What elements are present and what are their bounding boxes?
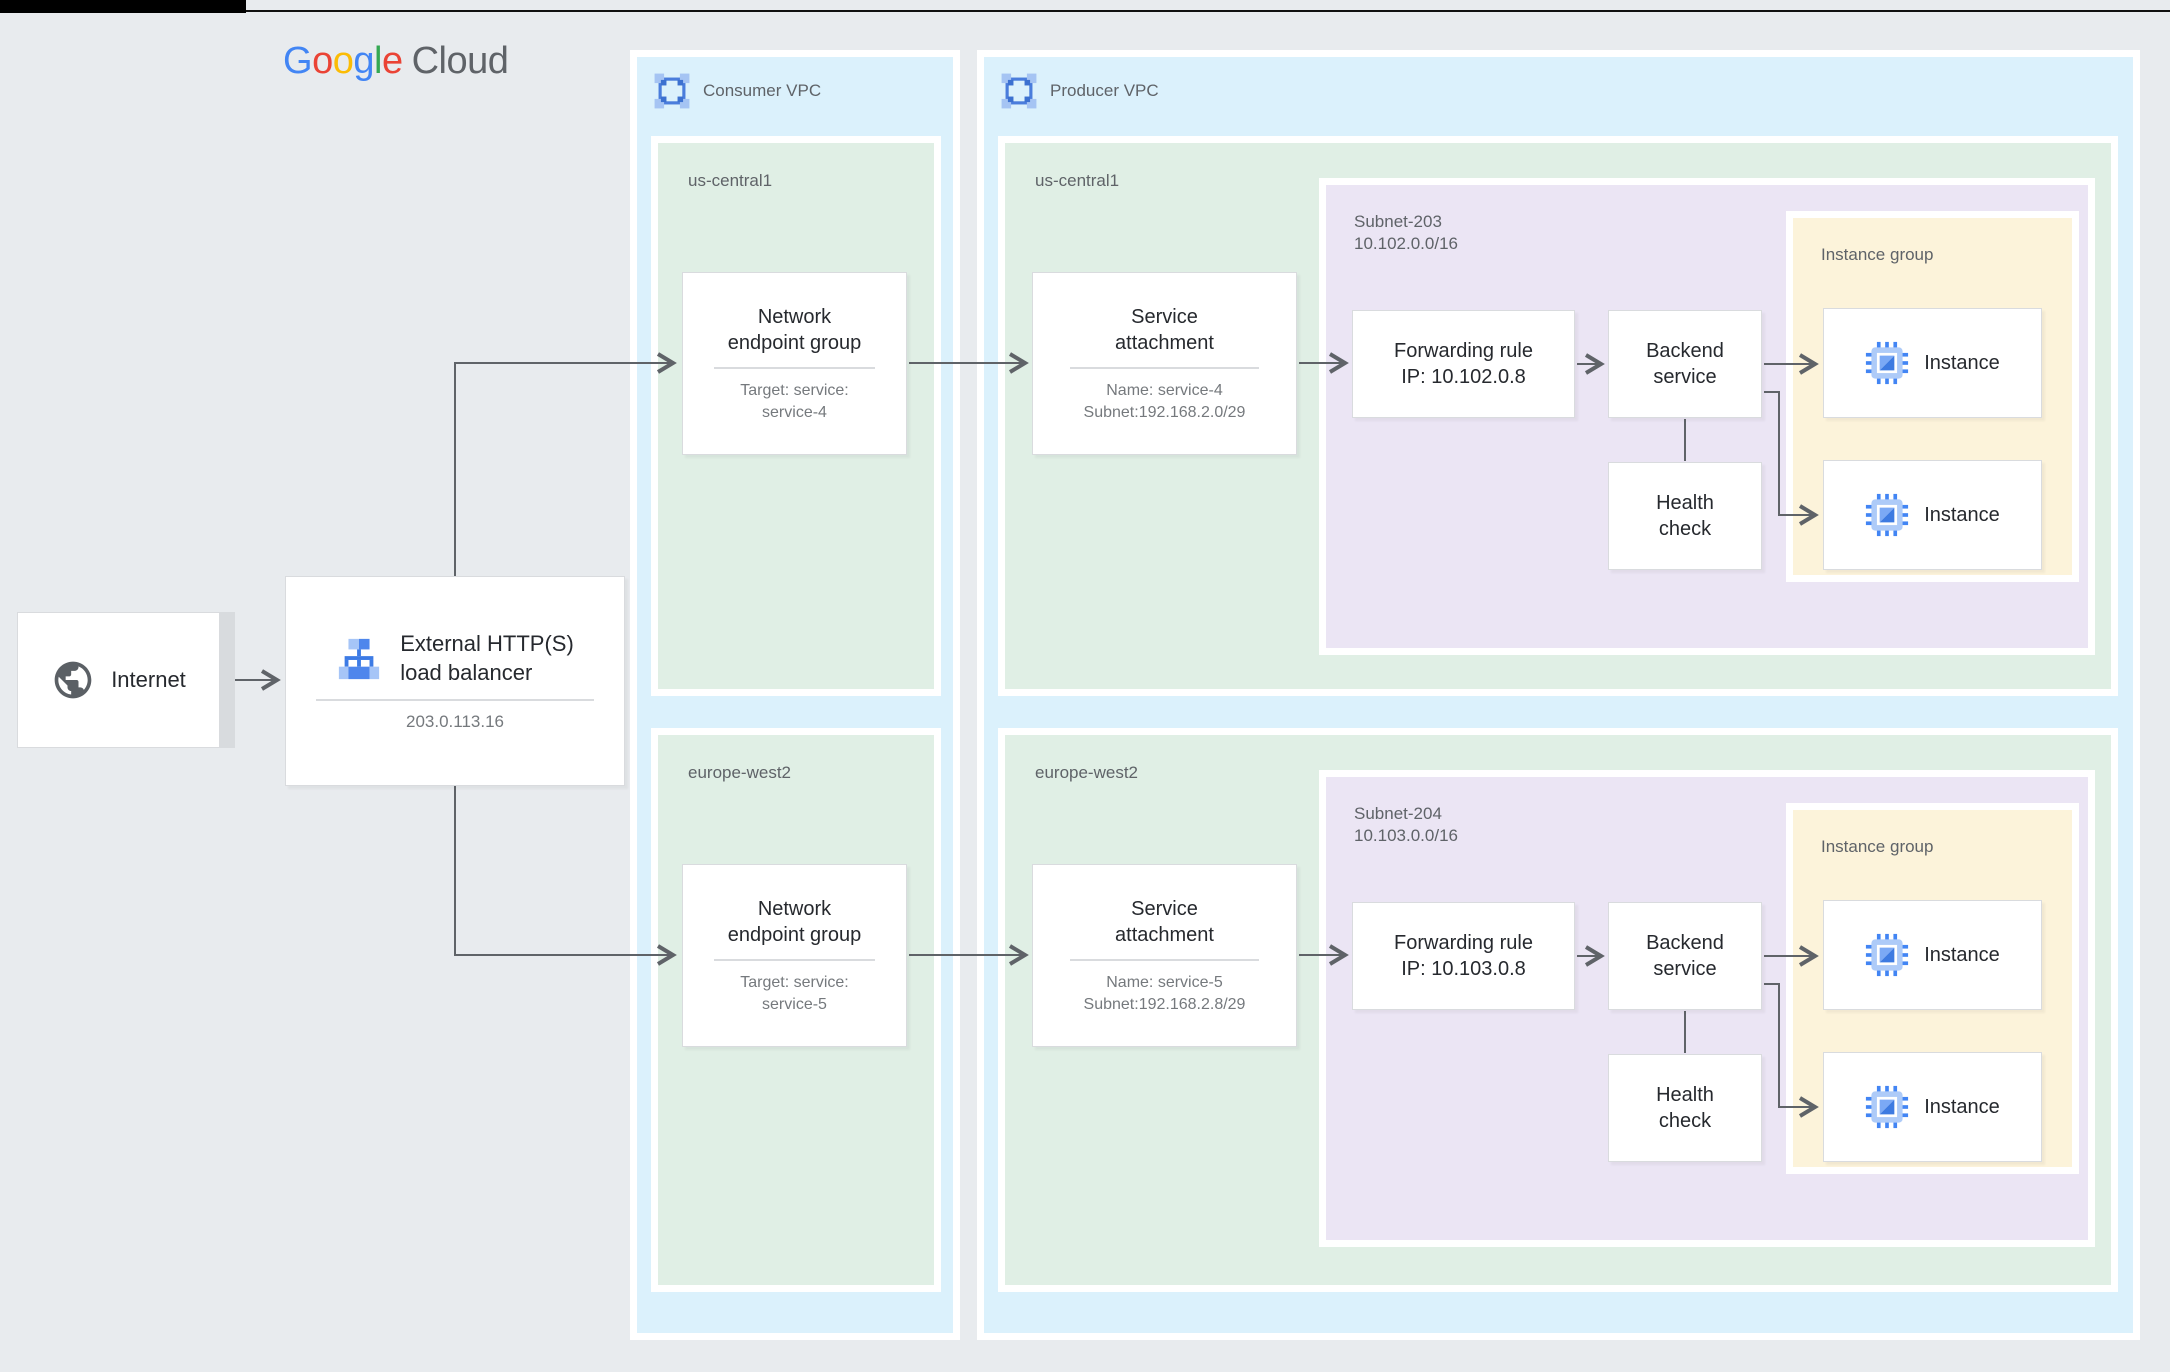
load-balancer-icon [336, 636, 382, 682]
instance-label: Instance [1924, 351, 2000, 374]
sa-detail-line2: Subnet:192.168.2.0/29 [1083, 403, 1246, 421]
divider [714, 367, 875, 370]
instance-icon [1865, 493, 1909, 537]
logo-letter: e [381, 40, 403, 82]
logo-cloud-text: Cloud [411, 40, 509, 82]
neg-target-line2: service-4 [762, 403, 827, 421]
load-balancer-node: External HTTP(S) load balancer 203.0.113… [285, 576, 625, 786]
subnet-cidr: 10.102.0.0/16 [1354, 234, 1458, 254]
forwarding-rule-line2: IP: 10.102.0.8 [1401, 366, 1526, 388]
consumer-vpc-label: Consumer VPC [703, 80, 822, 100]
region-label: us-central1 [688, 171, 773, 190]
logo-letter: g [353, 40, 374, 82]
load-balancer-title-line2: load balancer [400, 660, 533, 685]
neg-title-line1: Network [757, 305, 832, 328]
sa-detail-line1: Name: service-4 [1106, 382, 1223, 400]
instance-icon [1865, 341, 1909, 385]
neg-target-line1: Target: service: [740, 382, 849, 400]
logo-letter: G [283, 40, 313, 82]
subnet-name: Subnet-203 [1354, 212, 1442, 231]
vpc-icon [653, 72, 691, 110]
sa-title-line1: Service [1131, 897, 1198, 920]
producer-vpc-header: Producer VPC [1000, 72, 1159, 110]
forwarding-rule-line2: IP: 10.103.0.8 [1401, 958, 1526, 980]
top-edge-line [0, 10, 2170, 12]
sa-detail-line1: Name: service-5 [1106, 974, 1223, 992]
divider [1069, 959, 1260, 962]
service-attachment-node: Service attachment Name: service-5 Subne… [1032, 864, 1297, 1047]
backend-service-line1: Backend [1646, 339, 1724, 362]
neg-title-line2: endpoint group [727, 923, 862, 946]
health-check-line1: Health [1656, 1083, 1714, 1106]
health-check-node: Health check [1608, 462, 1762, 570]
forwarding-rule-node: Forwarding rule IP: 10.103.0.8 [1352, 902, 1575, 1010]
neg-title-line1: Network [757, 897, 832, 920]
neg-title-line2: endpoint group [727, 331, 862, 354]
region-label: europe-west2 [1035, 763, 1139, 782]
instance-group-label: Instance group [1821, 837, 1934, 856]
subnet-cidr: 10.103.0.0/16 [1354, 826, 1458, 846]
producer-vpc-label: Producer VPC [1050, 80, 1159, 100]
service-attachment-node: Service attachment Name: service-4 Subne… [1032, 272, 1297, 455]
top-left-black-bar [0, 0, 246, 13]
subnet-label: Subnet-204 10.103.0.0/16 [1354, 803, 1458, 847]
forwarding-rule-line1: Forwarding rule [1394, 931, 1533, 954]
logo-letter: o [312, 40, 333, 82]
health-check-line2: check [1658, 518, 1712, 540]
forwarding-rule-node: Forwarding rule IP: 10.102.0.8 [1352, 310, 1575, 418]
health-check-node: Health check [1608, 1054, 1762, 1162]
instance-label: Instance [1924, 943, 2000, 966]
health-check-line2: check [1658, 1110, 1712, 1132]
health-check-line1: Health [1656, 491, 1714, 514]
sa-title-line2: attachment [1115, 331, 1214, 354]
vpc-icon [1000, 72, 1038, 110]
backend-service-node: Backend service [1608, 902, 1762, 1010]
subnet-name: Subnet-204 [1354, 804, 1442, 823]
backend-service-node: Backend service [1608, 310, 1762, 418]
instance-icon [1865, 1085, 1909, 1129]
internet-label: Internet [111, 667, 186, 692]
region-label: us-central1 [1035, 171, 1120, 190]
consumer-vpc-header: Consumer VPC [653, 72, 821, 110]
instance-node: Instance [1823, 1052, 2042, 1162]
load-balancer-ip: 203.0.113.16 [406, 711, 504, 731]
divider [714, 959, 875, 962]
subnet-label: Subnet-203 10.102.0.0/16 [1354, 211, 1458, 255]
globe-icon [51, 658, 95, 702]
region-label: europe-west2 [688, 763, 792, 782]
logo-letter: o [332, 40, 354, 82]
instance-label: Instance [1924, 503, 2000, 526]
backend-service-line1: Backend [1646, 931, 1724, 954]
instance-node: Instance [1823, 460, 2042, 570]
sa-title-line2: attachment [1115, 923, 1214, 946]
instance-group-label: Instance group [1821, 245, 1934, 264]
load-balancer-title-line1: External HTTP(S) [400, 631, 574, 657]
sa-title-line1: Service [1131, 305, 1198, 328]
backend-service-line2: service [1653, 366, 1717, 388]
divider [1069, 367, 1260, 370]
logo-letter: l [373, 40, 382, 82]
network-endpoint-group-node: Network endpoint group Target: service: … [682, 272, 907, 455]
instance-node: Instance [1823, 308, 2042, 418]
neg-target-line2: service-5 [762, 995, 827, 1013]
internet-node: Internet [17, 612, 220, 748]
neg-target-line1: Target: service: [740, 974, 849, 992]
forwarding-rule-line1: Forwarding rule [1394, 339, 1533, 362]
instance-icon [1865, 933, 1909, 977]
instance-label: Instance [1924, 1095, 2000, 1118]
divider [316, 698, 594, 701]
instance-node: Instance [1823, 900, 2042, 1010]
network-endpoint-group-node: Network endpoint group Target: service: … [682, 864, 907, 1047]
backend-service-line2: service [1653, 958, 1717, 980]
sa-detail-line2: Subnet:192.168.2.8/29 [1083, 995, 1246, 1013]
